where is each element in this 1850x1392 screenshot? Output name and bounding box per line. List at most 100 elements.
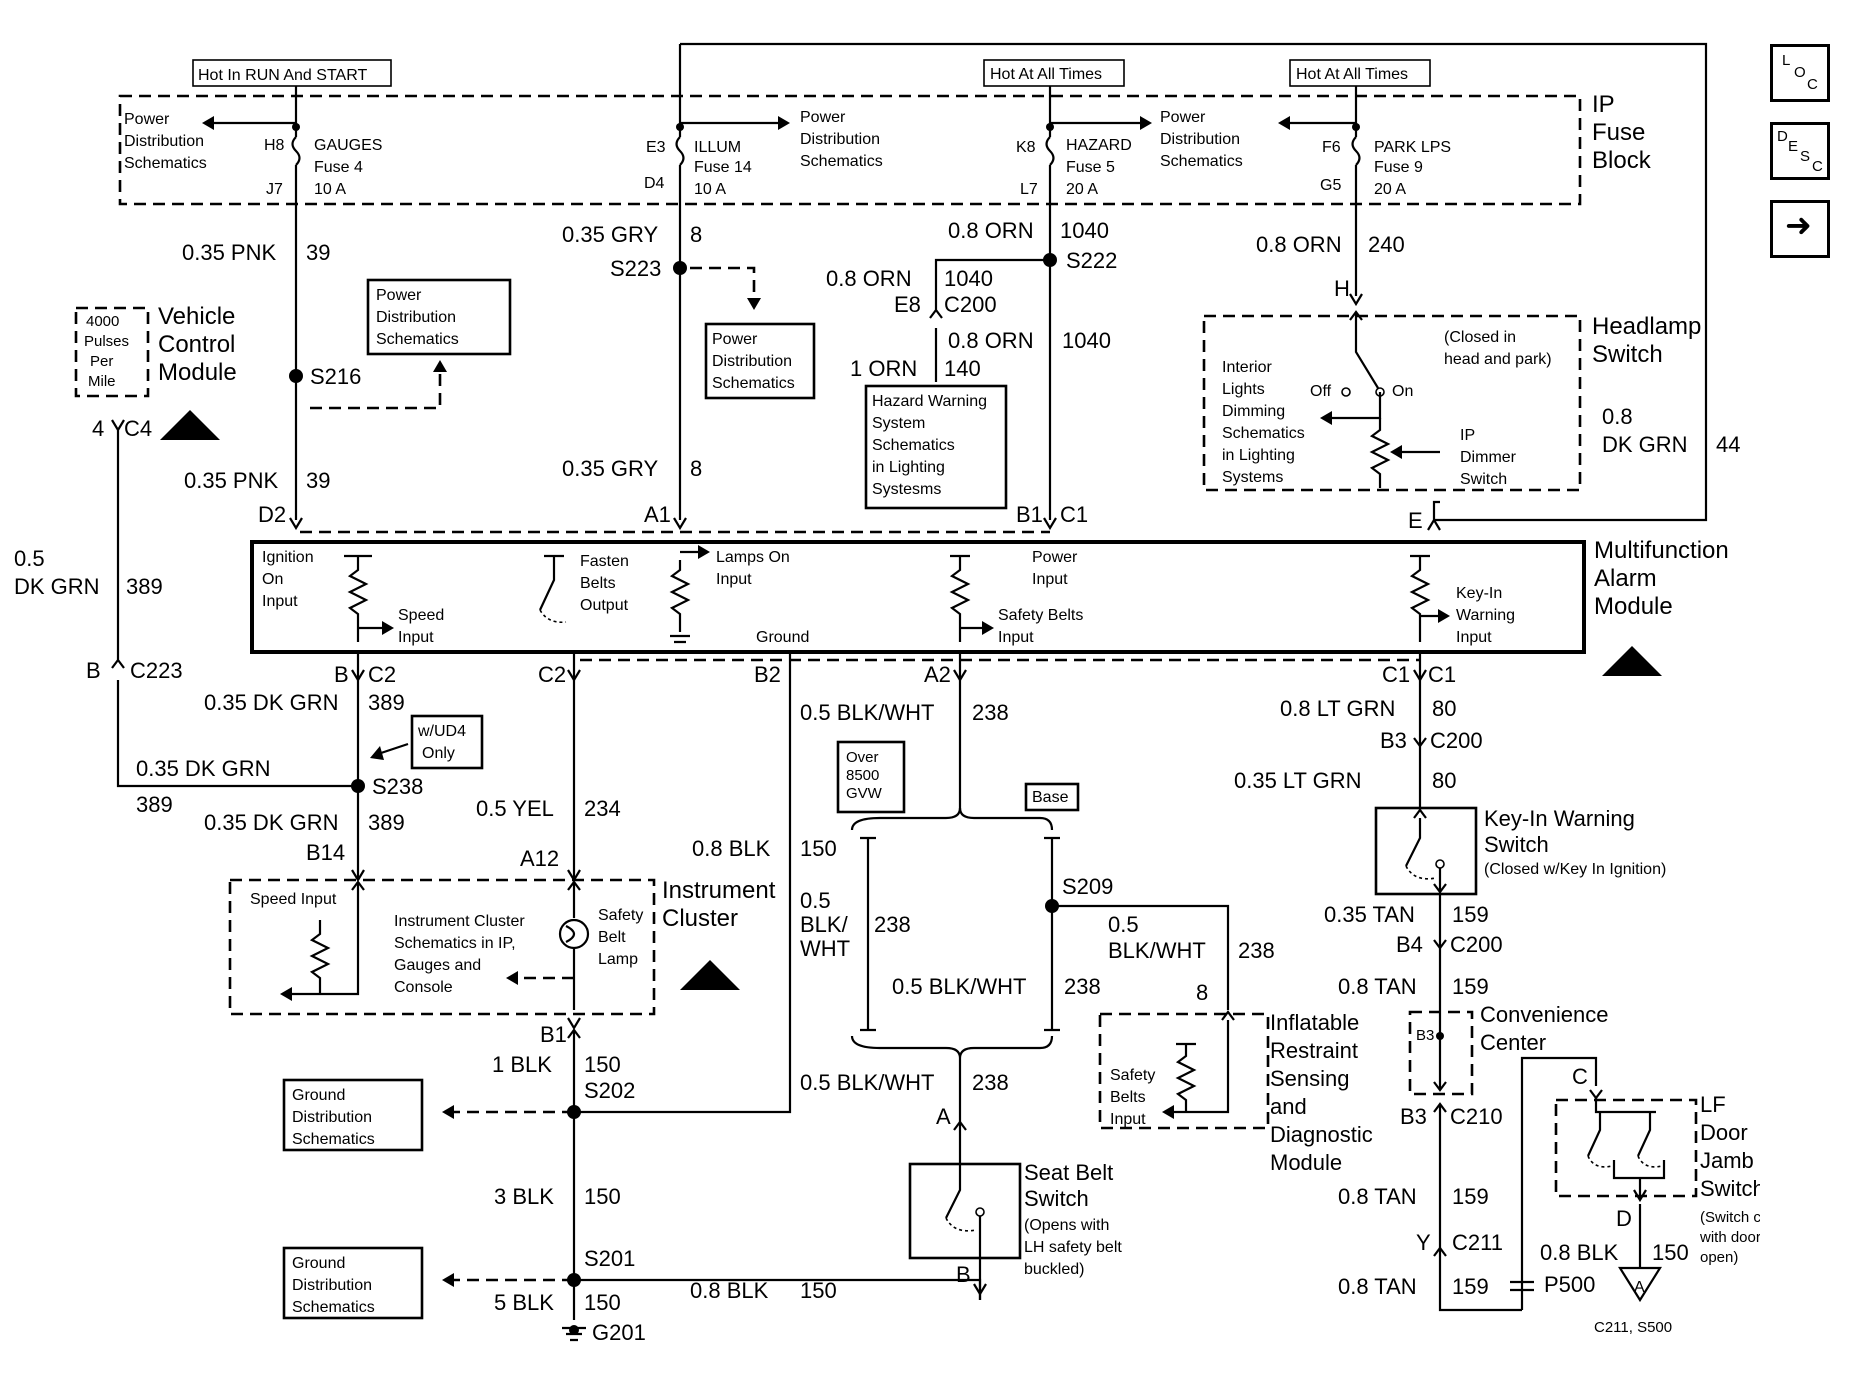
svg-text:Switch: Switch xyxy=(1024,1186,1089,1211)
ud4-note-box xyxy=(410,714,484,770)
svg-text:0.35 GRY: 0.35 GRY xyxy=(562,456,659,481)
svg-text:Safety: Safety xyxy=(598,907,643,924)
svg-text:B1: B1 xyxy=(1016,502,1043,527)
svg-text:in Lighting: in Lighting xyxy=(872,459,945,476)
svg-text:159: 159 xyxy=(1452,1274,1489,1299)
svg-text:Belt: Belt xyxy=(598,929,626,946)
svg-text:with door: with door xyxy=(1699,1229,1760,1246)
svg-text:C200: C200 xyxy=(1450,932,1503,957)
svg-text:and: and xyxy=(1270,1094,1307,1119)
svg-text:IP: IP xyxy=(1460,427,1475,444)
svg-text:0.8 TAN: 0.8 TAN xyxy=(1338,1274,1417,1299)
gauges-fuse-label: GAUGES xyxy=(314,137,382,154)
svg-text:Input: Input xyxy=(1110,1111,1146,1128)
svg-text:Distribution: Distribution xyxy=(1160,131,1240,148)
svg-text:On: On xyxy=(1392,383,1413,400)
svg-text:0.5 YEL: 0.5 YEL xyxy=(476,796,554,821)
svg-text:BLK/WHT: BLK/WHT xyxy=(1108,938,1206,963)
svg-text:0.35 DK GRN: 0.35 DK GRN xyxy=(136,756,271,781)
svg-text:D: D xyxy=(1616,1206,1632,1231)
svg-text:Jamb: Jamb xyxy=(1700,1148,1754,1173)
svg-text:389: 389 xyxy=(136,792,173,817)
svg-text:Diagnostic: Diagnostic xyxy=(1270,1122,1373,1147)
svg-text:Schematics: Schematics xyxy=(292,1131,375,1148)
loc-button[interactable]: L O C xyxy=(1770,44,1830,102)
svg-text:S222: S222 xyxy=(1066,248,1117,273)
svg-text:DK GRN: DK GRN xyxy=(1602,432,1688,457)
svg-text:159: 159 xyxy=(1452,1184,1489,1209)
svg-text:238: 238 xyxy=(972,1070,1009,1095)
power-distribution-box-1 xyxy=(366,278,512,356)
svg-text:Distribution: Distribution xyxy=(376,309,456,326)
svg-text:E3: E3 xyxy=(646,139,666,156)
svg-text:150: 150 xyxy=(1652,1240,1689,1265)
svg-text:238: 238 xyxy=(1238,938,1275,963)
svg-text:B: B xyxy=(956,1262,971,1287)
svg-text:39: 39 xyxy=(306,240,330,265)
next-arrow-button[interactable]: ➜ xyxy=(1770,200,1830,258)
svg-text:GVW: GVW xyxy=(846,785,883,802)
svg-text:Lamp: Lamp xyxy=(598,951,638,968)
multifunction-alarm-module xyxy=(250,540,1586,654)
svg-text:Restraint: Restraint xyxy=(1270,1038,1358,1063)
svg-text:Dimmer: Dimmer xyxy=(1460,449,1517,466)
svg-text:0.8 TAN: 0.8 TAN xyxy=(1338,974,1417,999)
svg-text:Warning: Warning xyxy=(1456,607,1515,624)
svg-text:C: C xyxy=(1572,1064,1588,1089)
svg-text:BLK/: BLK/ xyxy=(800,912,849,937)
svg-text:L7: L7 xyxy=(1020,181,1038,198)
svg-text:Switch: Switch xyxy=(1460,471,1507,488)
seat-belt-switch xyxy=(908,1162,1022,1260)
svg-text:240: 240 xyxy=(1368,232,1405,257)
svg-text:C1: C1 xyxy=(1382,662,1410,687)
svg-text:0.35 PNK: 0.35 PNK xyxy=(184,468,278,493)
svg-text:Input: Input xyxy=(716,571,752,588)
svg-text:Speed Input: Speed Input xyxy=(250,891,337,908)
svg-text:0.8 ORN: 0.8 ORN xyxy=(826,266,912,291)
svg-text:Interior: Interior xyxy=(1222,359,1272,376)
svg-text:Input: Input xyxy=(398,629,434,646)
svg-text:Schematics: Schematics xyxy=(376,331,459,348)
base-box xyxy=(1024,782,1080,812)
svg-text:Fuse 5: Fuse 5 xyxy=(1066,159,1115,176)
irsdm-label: Inflatable xyxy=(1270,1010,1359,1035)
svg-text:Off: Off xyxy=(1310,383,1332,400)
svg-text:10 A: 10 A xyxy=(314,181,346,198)
svg-text:B14: B14 xyxy=(306,840,345,865)
svg-text:0.8 ORN: 0.8 ORN xyxy=(948,218,1034,243)
svg-text:Schematics: Schematics xyxy=(1222,425,1305,442)
svg-text:Cluster: Cluster xyxy=(662,905,738,932)
svg-text:System: System xyxy=(872,415,925,432)
svg-text:S209: S209 xyxy=(1062,874,1113,899)
svg-text:238: 238 xyxy=(972,700,1009,725)
svg-text:150: 150 xyxy=(584,1290,621,1315)
svg-text:Safety Belts: Safety Belts xyxy=(998,607,1083,624)
headlamp-switch-label: Headlamp xyxy=(1592,313,1701,340)
hot-all-times-rail xyxy=(680,42,1708,522)
svg-text:Input: Input xyxy=(1032,571,1068,588)
convenience-center-label: Convenience xyxy=(1480,1002,1608,1027)
lf-door-jamb-switch xyxy=(1554,1098,1698,1198)
svg-text:8500: 8500 xyxy=(846,767,879,784)
lf-door-jamb-switch-label: LF xyxy=(1700,1092,1726,1117)
svg-text:0.8 BLK: 0.8 BLK xyxy=(1540,1240,1619,1265)
svg-text:Ground: Ground xyxy=(292,1255,345,1272)
svg-text:A2: A2 xyxy=(924,662,951,687)
svg-text:Power: Power xyxy=(376,287,422,304)
svg-text:A: A xyxy=(936,1104,951,1129)
svg-text:G201: G201 xyxy=(592,1320,646,1345)
desc-button[interactable]: D E S C xyxy=(1770,122,1830,180)
svg-text:Module: Module xyxy=(1594,593,1673,620)
svg-text:Lights: Lights xyxy=(1222,381,1265,398)
svg-text:39: 39 xyxy=(306,468,330,493)
ground-reference-icon xyxy=(1618,1266,1662,1303)
instrument-cluster-label: Instrument xyxy=(662,877,776,904)
hot-all-times-box-1 xyxy=(983,59,1125,87)
svg-text:Distribution: Distribution xyxy=(292,1277,372,1294)
svg-text:8: 8 xyxy=(690,222,702,247)
svg-text:C223: C223 xyxy=(130,658,183,683)
svg-text:Input: Input xyxy=(998,629,1034,646)
key-in-warning-switch xyxy=(1374,806,1478,896)
svg-text:C1: C1 xyxy=(1428,662,1456,687)
svg-text:C2: C2 xyxy=(368,662,396,687)
